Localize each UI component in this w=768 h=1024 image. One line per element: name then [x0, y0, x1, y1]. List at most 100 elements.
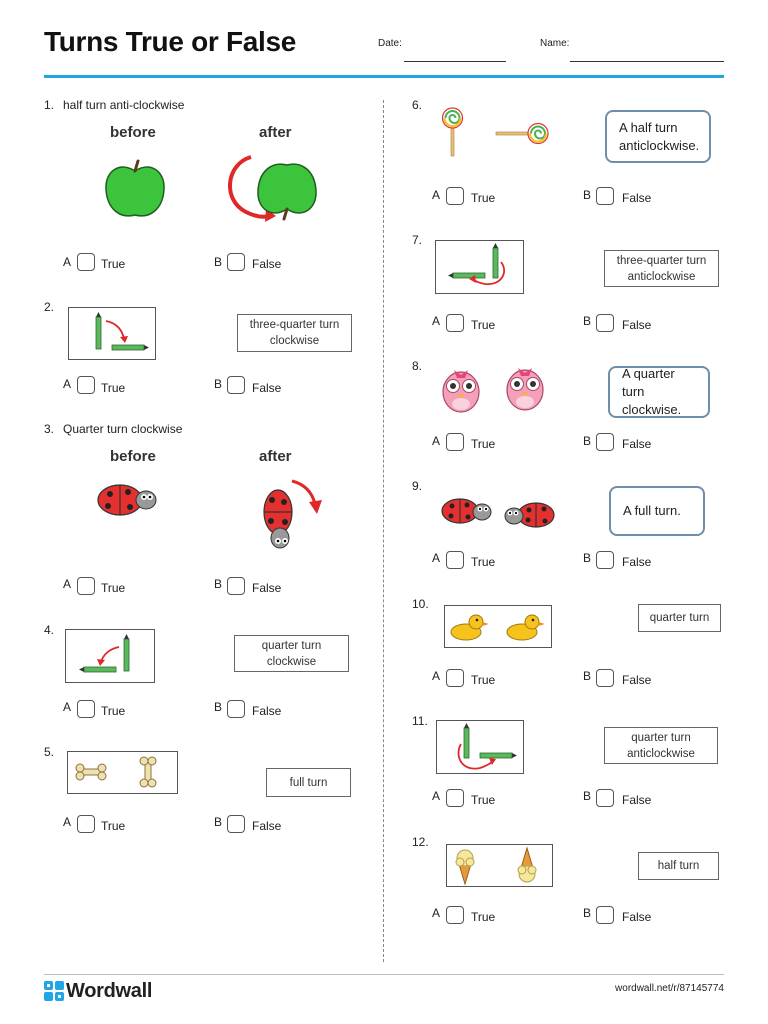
question-number: 5. — [44, 745, 55, 759]
option-a-label: True — [101, 257, 126, 271]
option-b-letter: B — [583, 789, 592, 803]
before-heading: before — [110, 124, 156, 141]
option-b-letter: B — [583, 551, 592, 565]
option-b-label: False — [252, 704, 282, 718]
owl-icon — [442, 370, 480, 413]
owl-icon — [506, 368, 544, 411]
option-b-checkbox[interactable] — [596, 433, 614, 451]
question-number: 11. — [412, 714, 428, 728]
option-a-letter: A — [63, 255, 72, 269]
option-a-label: True — [101, 819, 126, 833]
option-a-letter: A — [432, 314, 441, 328]
option-a-letter: A — [63, 815, 72, 829]
name-label: Name: — [540, 38, 570, 49]
option-a-letter: A — [432, 669, 441, 683]
bone-icon — [139, 756, 157, 788]
brand-name: Wordwall — [66, 980, 153, 1002]
question-number: 4. — [44, 623, 55, 637]
picture-frame — [435, 240, 524, 294]
question-number: 12. — [412, 835, 429, 849]
pencil-rotation-icon — [95, 312, 149, 351]
option-a-checkbox[interactable] — [77, 577, 95, 595]
option-a-checkbox[interactable] — [446, 551, 464, 569]
turn-label: three-quarter turn clockwise — [237, 314, 352, 352]
turn-label: quarter turn — [638, 604, 721, 632]
pencil-rotation-icon — [457, 723, 517, 770]
duck-icon — [450, 614, 489, 641]
option-b-checkbox[interactable] — [596, 789, 614, 807]
option-a-checkbox[interactable] — [446, 187, 464, 205]
ladybird-icon — [441, 498, 492, 524]
question-prompt: Quarter turn clockwise — [63, 422, 183, 436]
pencil-rotation-icon — [448, 243, 506, 285]
option-a-checkbox[interactable] — [446, 433, 464, 451]
question-number: 1. — [44, 98, 55, 112]
option-a-checkbox[interactable] — [446, 669, 464, 687]
option-a-label: True — [471, 793, 496, 807]
option-b-checkbox[interactable] — [596, 551, 614, 569]
option-a-letter: A — [432, 906, 441, 920]
ladybird-icon — [504, 502, 555, 528]
option-b-label: False — [622, 673, 652, 687]
option-a-label: True — [471, 437, 496, 451]
option-b-checkbox[interactable] — [596, 314, 614, 332]
question-number: 6. — [412, 98, 423, 112]
option-a-label: True — [471, 555, 496, 569]
footer-url[interactable]: wordwall.net/r/87145774 — [615, 983, 724, 994]
turn-label: quarter turn anticlockwise — [604, 727, 718, 764]
rotation-arrow-icon — [228, 155, 276, 222]
option-b-label: False — [622, 318, 652, 332]
option-b-label: False — [252, 819, 282, 833]
option-a-letter: A — [63, 577, 72, 591]
option-a-checkbox[interactable] — [77, 376, 95, 394]
question-number: 2. — [44, 300, 55, 314]
option-b-checkbox[interactable] — [596, 187, 614, 205]
option-b-letter: B — [583, 434, 592, 448]
question-number: 8. — [412, 359, 423, 373]
option-a-checkbox[interactable] — [446, 789, 464, 807]
question-number: 3. — [44, 422, 55, 436]
option-b-letter: B — [214, 815, 223, 829]
option-b-checkbox[interactable] — [596, 669, 614, 687]
option-b-label: False — [252, 581, 282, 595]
ladybird-icon — [97, 484, 157, 516]
after-heading: after — [259, 448, 292, 465]
option-a-label: True — [101, 704, 126, 718]
option-a-letter: A — [432, 789, 441, 803]
lollipop-icon — [495, 122, 549, 145]
date-field[interactable] — [404, 61, 506, 62]
option-a-label: True — [471, 318, 496, 332]
name-field[interactable] — [570, 61, 724, 62]
option-b-checkbox[interactable] — [227, 700, 245, 718]
option-a-letter: A — [63, 377, 72, 391]
option-a-letter: A — [432, 188, 441, 202]
option-b-checkbox[interactable] — [227, 577, 245, 595]
duck-icon — [506, 614, 545, 641]
turn-label: A half turn anticlockwise. — [605, 110, 711, 163]
option-b-checkbox[interactable] — [227, 815, 245, 833]
option-b-checkbox[interactable] — [596, 906, 614, 924]
page-title: Turns True or False — [44, 26, 297, 57]
option-a-checkbox[interactable] — [446, 906, 464, 924]
question-prompt: half turn anti-clockwise — [63, 98, 185, 112]
question-number: 7. — [412, 233, 423, 247]
ladybird-icon — [263, 489, 293, 549]
option-a-checkbox[interactable] — [77, 253, 95, 271]
option-b-checkbox[interactable] — [227, 376, 245, 394]
before-heading: before — [110, 448, 156, 465]
option-b-label: False — [622, 555, 652, 569]
option-b-label: False — [622, 437, 652, 451]
option-a-checkbox[interactable] — [77, 700, 95, 718]
footer-rule — [44, 974, 724, 975]
option-a-checkbox[interactable] — [77, 815, 95, 833]
option-b-letter: B — [583, 188, 592, 202]
option-b-checkbox[interactable] — [227, 253, 245, 271]
apple-icon — [257, 163, 317, 221]
option-b-letter: B — [583, 314, 592, 328]
option-b-label: False — [622, 910, 652, 924]
ice-cream-icon — [517, 846, 537, 883]
option-a-checkbox[interactable] — [446, 314, 464, 332]
question-number: 9. — [412, 479, 423, 493]
option-b-letter: B — [214, 577, 223, 591]
after-heading: after — [259, 124, 292, 141]
